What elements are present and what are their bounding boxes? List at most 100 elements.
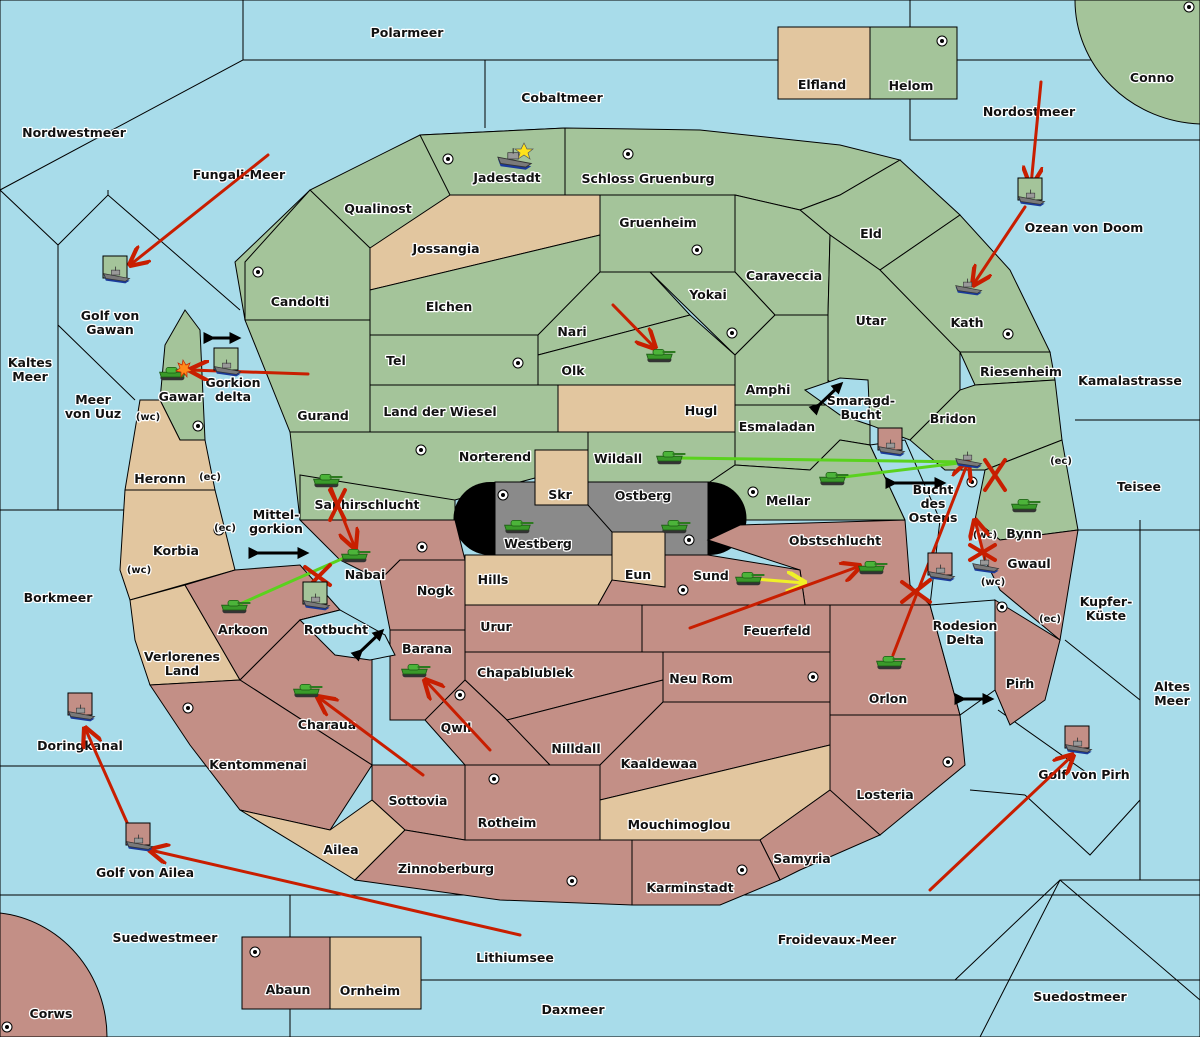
sea-label-kupfer-kueste: Kupfer-Küste xyxy=(1080,594,1133,623)
province-rotheim[interactable] xyxy=(464,764,601,841)
land-label-nabai: Nabai xyxy=(345,567,386,582)
move-order-arrow xyxy=(973,205,1027,285)
province-ornheim[interactable] xyxy=(329,936,422,1010)
supply-center-icon xyxy=(192,420,204,432)
sea-label-suedwestmeer: Suedwestmeer xyxy=(113,930,219,945)
land-label-kath: Kath xyxy=(951,315,984,330)
coast-marker-gawar: (wc) xyxy=(136,412,160,423)
land-label-qwil: Qwil xyxy=(441,720,472,735)
supply-center-icon xyxy=(683,534,695,546)
province-eun[interactable] xyxy=(611,531,666,588)
supply-center-icon xyxy=(966,476,978,488)
province-sund[interactable] xyxy=(597,554,806,606)
province-feuerfeld[interactable] xyxy=(641,604,831,653)
sea-label-daxmeer: Daxmeer xyxy=(541,1002,605,1017)
supply-center-icon xyxy=(677,584,689,596)
supply-center-icon xyxy=(416,541,428,553)
supply-center-icon xyxy=(747,486,759,498)
sea-label-fungali-meer: Fungali-Meer xyxy=(193,167,286,182)
province-corws[interactable] xyxy=(0,912,108,1037)
land-label-schloss-gruenburg: Schloss Gruenburg xyxy=(581,171,714,186)
land-label-land-der-wiesel: Land der Wiesel xyxy=(383,404,496,419)
supply-center-icon xyxy=(488,773,500,785)
province-karminstadt[interactable] xyxy=(631,839,781,906)
sea-label-golf-von-ailea: Golf von Ailea xyxy=(96,865,194,880)
land-label-nogk: Nogk xyxy=(417,583,454,598)
coast-marker-bynn: (ec) xyxy=(1050,456,1072,467)
land-label-abaun: Abaun xyxy=(266,982,311,997)
province-korbia[interactable] xyxy=(119,489,236,601)
land-label-gurand: Gurand xyxy=(297,408,349,423)
supply-center-icon xyxy=(736,864,748,876)
support-order-line xyxy=(833,460,969,480)
province-urur[interactable] xyxy=(464,604,643,653)
land-label-amphi: Amphi xyxy=(746,382,791,397)
land-label-tel: Tel xyxy=(386,353,406,368)
land-label-ostberg: Ostberg xyxy=(615,488,672,503)
land-label-gwaul: Gwaul xyxy=(1007,556,1050,571)
supply-center-icon xyxy=(415,444,427,456)
sea-label-mittel-gorkion: Mittel-gorkion xyxy=(249,507,303,536)
province-gruenheim[interactable] xyxy=(599,194,736,273)
land-label-wildall: Wildall xyxy=(594,451,642,466)
province-skr[interactable] xyxy=(534,449,589,506)
support-order-line xyxy=(678,456,969,464)
supply-center-icon xyxy=(1183,1,1195,13)
supply-center-icon xyxy=(512,357,524,369)
province-rodesion-delta[interactable] xyxy=(929,599,996,716)
land-label-karminstadt: Karminstadt xyxy=(646,880,733,895)
land-label-urur: Urur xyxy=(480,619,512,634)
move-order-arrow xyxy=(190,370,310,374)
move-order-arrow xyxy=(425,680,492,752)
move-order-arrow xyxy=(130,153,270,265)
move-order-arrow xyxy=(611,303,655,348)
land-label-jadestadt: Jadestadt xyxy=(472,170,540,185)
connectors xyxy=(203,332,995,705)
double-arrow-icon xyxy=(808,381,844,416)
land-label-hugl: Hugl xyxy=(685,403,718,418)
burst-icon xyxy=(175,359,193,379)
supply-center-icon xyxy=(622,148,634,160)
failed-order-marks xyxy=(303,458,1007,604)
land-label-charaua: Charaua xyxy=(298,717,356,732)
continent xyxy=(119,127,1079,906)
move-order-arrow xyxy=(928,755,1073,892)
province-candolti[interactable] xyxy=(244,189,371,321)
province-conno[interactable] xyxy=(1074,0,1200,125)
coast-marker-gwaul: (ec) xyxy=(1039,614,1061,625)
land-label-ailea: Ailea xyxy=(323,842,358,857)
land-label-yokai: Yokai xyxy=(688,287,727,302)
support-order-line xyxy=(238,551,357,606)
land-label-barana: Barana xyxy=(402,641,452,656)
land-label-caraveccia: Caraveccia xyxy=(746,268,822,283)
land-label-heronn: Heronn xyxy=(134,471,186,486)
land-label-qualinost: Qualinost xyxy=(344,201,411,216)
coast-marker-gwaul: (wc) xyxy=(981,577,1005,588)
sea-label-rotbucht: Rotbucht xyxy=(304,622,368,637)
land-label-hills: Hills xyxy=(478,572,509,587)
land-label-skr: Skr xyxy=(548,487,572,502)
supply-center-icon xyxy=(726,327,738,339)
land-label-feuerfeld: Feuerfeld xyxy=(743,623,810,638)
sea-label-doringkanal: Doringkanal xyxy=(37,738,123,753)
supply-center-icon xyxy=(936,35,948,47)
supply-center-icon xyxy=(996,601,1008,613)
land-label-nari: Nari xyxy=(557,324,586,339)
province-ailea[interactable] xyxy=(239,799,406,881)
land-label-neu-rom: Neu Rom xyxy=(669,671,732,686)
supply-center-icon xyxy=(1002,328,1014,340)
sea-label-borkmeer: Borkmeer xyxy=(24,590,94,605)
sea-label-suedostmeer: Suedostmeer xyxy=(1033,989,1127,1004)
land-label-candolti: Candolti xyxy=(271,294,330,309)
province-hugl[interactable] xyxy=(557,384,736,433)
land-label-nilldall: Nilldall xyxy=(551,741,600,756)
province-nogk[interactable] xyxy=(379,559,466,631)
supply-center-icon xyxy=(249,946,261,958)
land-label-helom: Helom xyxy=(889,78,934,93)
